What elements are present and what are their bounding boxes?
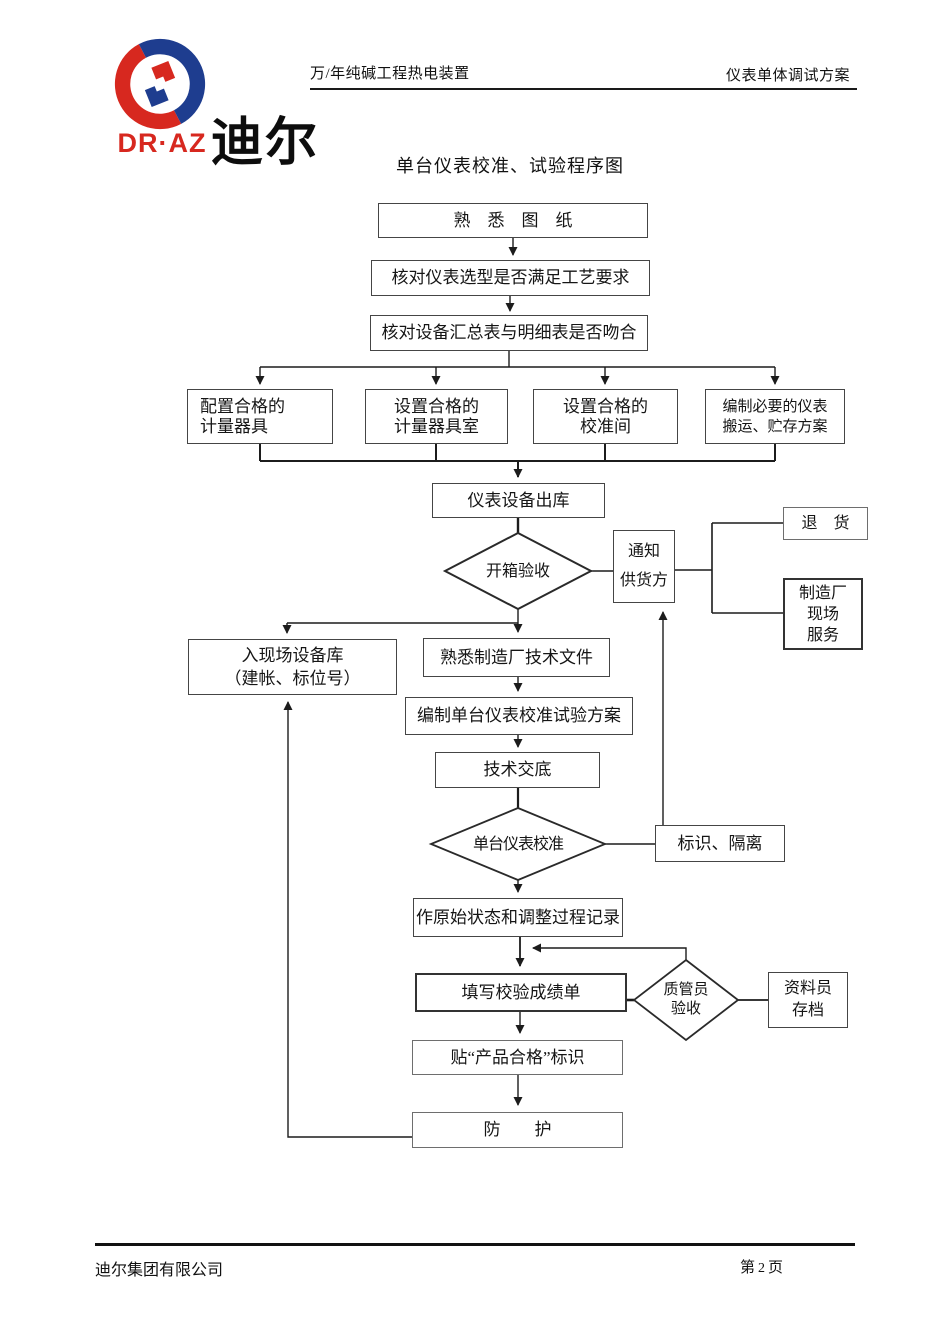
node-fill-result-sheet: 填写校验成绩单 (415, 973, 627, 1012)
node-line: 资料员 (783, 980, 832, 997)
node-line: 校准间 (580, 416, 631, 436)
node-line: 设置合格的 (394, 396, 479, 416)
node-line: 编制必要的仪表 (722, 398, 828, 415)
node-setup-instrument-room: 设置合格的 计量器具室 (365, 389, 508, 444)
header-rule (310, 88, 857, 90)
node-line: 质管员 (663, 982, 709, 998)
decision-unpacking-inspection-label: 开箱验收 (485, 562, 550, 580)
node-return-goods: 退 货 (783, 507, 868, 540)
decision-single-instrument-calibration (428, 807, 608, 881)
node-familiarize-drawings: 熟 悉 图 纸 (378, 203, 648, 238)
node-line: 通知 (627, 542, 660, 560)
node-tech-briefing: 技术交底 (435, 752, 600, 788)
node-line: 搬运、贮存方案 (722, 418, 828, 435)
decision-qc-acceptance-label: 质管员 验收 (636, 978, 736, 1022)
node-line: （建帐、标位号） (224, 669, 361, 688)
node-line: 供货方 (619, 572, 668, 590)
node-line: 现场 (806, 605, 839, 623)
node-site-warehouse: 入现场设备库 （建帐、标位号） (188, 639, 397, 695)
node-line: 制造厂 (798, 584, 847, 602)
node-instrument-outbound: 仪表设备出库 (432, 483, 605, 518)
decision-qc-acceptance (632, 958, 740, 1042)
header-doc-name: 仪表单体调试方案 (725, 68, 850, 84)
company-logo-icon (114, 38, 206, 130)
logo-brand-chinese: 迪尔 (211, 114, 320, 172)
node-line: 计量器具 (200, 416, 268, 436)
node-line: 存档 (791, 1002, 824, 1019)
node-line: 服务 (806, 626, 839, 644)
footer-rule (95, 1243, 855, 1246)
node-notify-supplier: 通知 供货方 (613, 530, 675, 603)
node-verify-summary: 核对设备汇总表与明细表是否吻合 (370, 315, 648, 351)
node-protection: 防 护 (412, 1112, 623, 1148)
node-archivist-filing: 资料员 存档 (768, 972, 848, 1028)
node-setup-calibration-room: 设置合格的 校准间 (533, 389, 678, 444)
decision-single-instrument-calibration-label: 单台仪表校准 (472, 835, 564, 853)
flowchart-title: 单台仪表校准、试验程序图 (396, 156, 624, 176)
node-verify-selection: 核对仪表选型是否满足工艺要求 (371, 260, 650, 296)
node-line: 配置合格的 (200, 396, 285, 416)
decision-unpacking-inspection (442, 531, 594, 611)
node-mark-isolate: 标识、隔离 (655, 825, 785, 862)
node-record-states: 作原始状态和调整过程记录 (413, 898, 623, 937)
footer-page-number: 2 (758, 1261, 766, 1276)
footer-page-prefix: 第 (740, 1260, 756, 1276)
header-project-name: 万/年纯碱工程热电装置 (310, 66, 470, 82)
node-prepare-handling-plan: 编制必要的仪表 搬运、贮存方案 (705, 389, 845, 444)
node-line: 计量器具室 (394, 416, 479, 436)
node-study-tech-docs: 熟悉制造厂技术文件 (423, 638, 610, 677)
node-line: 设置合格的 (563, 396, 648, 416)
node-attach-qualified-label: 贴“产品合格”标识 (412, 1040, 623, 1075)
footer-page-suffix: 页 (768, 1260, 784, 1276)
node-factory-field-service: 制造厂 现场 服务 (783, 578, 863, 650)
node-configure-instruments: 配置合格的 计量器具 (187, 389, 333, 444)
node-line: 验收 (670, 1001, 701, 1017)
logo-brand-latin: DR·AZ (117, 128, 207, 158)
footer-company-name: 迪尔集团有限公司 (95, 1262, 224, 1279)
node-line: 入现场设备库 (241, 646, 344, 665)
node-prepare-test-plan: 编制单台仪表校准试验方案 (405, 697, 633, 735)
